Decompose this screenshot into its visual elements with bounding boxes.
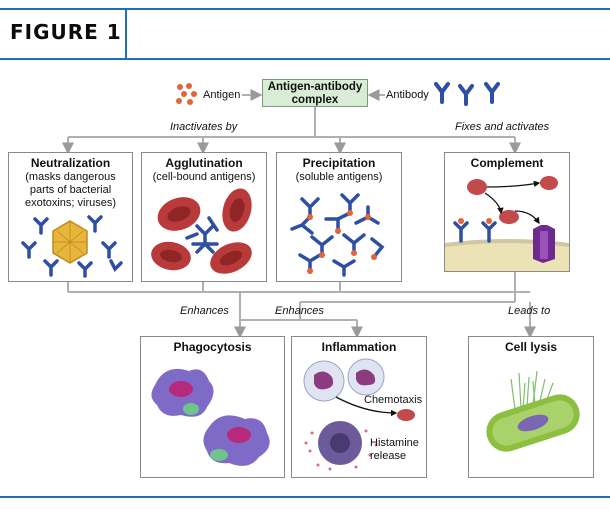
antigen-antibody-complex: Antigen-antibody complex xyxy=(262,79,368,107)
inflammation-cells-icon xyxy=(303,358,415,471)
neutralization-title: Neutralization xyxy=(30,156,111,170)
lysed-bacterium-icon xyxy=(486,370,580,452)
inflammation-box: Inflammation Chemotaxis Histamine releas… xyxy=(291,336,427,478)
neutralization-box: Neutralization (masks dangerous parts of… xyxy=(8,152,133,282)
edge-label-enhances-right: Enhances xyxy=(275,305,324,317)
precipitation-title: Precipitation xyxy=(302,156,376,170)
agglutination-sub1: (cell-bound antigens) xyxy=(152,171,256,183)
antibody-label: Antibody xyxy=(386,89,429,101)
complement-title: Complement xyxy=(470,156,544,170)
edge-label-fixes: Fixes and activates xyxy=(455,121,550,133)
precipitation-sub1: (soluble antigens) xyxy=(295,171,383,183)
edge-label-inactivates: Inactivates by xyxy=(170,121,238,133)
phagocytosis-title: Phagocytosis xyxy=(173,340,252,354)
cell-lysis-box: Cell lysis xyxy=(468,336,594,478)
chemotaxis-label: Chemotaxis xyxy=(364,394,423,406)
header-rule xyxy=(0,58,610,60)
center-line1: Antigen-antibody xyxy=(267,81,363,93)
histamine-label-line2: release xyxy=(370,450,407,462)
edge-label-leads-to: Leads to xyxy=(508,305,551,317)
phagocytosis-box: Phagocytosis xyxy=(140,336,285,478)
neutralization-sub3: exotoxins; viruses) xyxy=(24,197,117,209)
antibody-icon xyxy=(434,82,500,106)
complement-box: Complement xyxy=(444,152,570,272)
antigen-label: Antigen xyxy=(203,89,241,101)
virus-neutralized-icon xyxy=(21,215,123,278)
bottom-rule xyxy=(0,496,610,498)
header-separator xyxy=(125,10,127,58)
figure-title: FIGURE 1 xyxy=(10,20,122,44)
center-line2: complex xyxy=(291,93,339,106)
histamine-label-line1: Histamine xyxy=(370,437,419,449)
complement-membrane-icon xyxy=(445,176,569,271)
agglutinated-cells-icon xyxy=(151,188,252,274)
agglutination-title: Agglutination xyxy=(165,156,243,170)
inflammation-title: Inflammation xyxy=(321,340,397,354)
edge-label-enhances-left: Enhances xyxy=(180,305,229,317)
precipitation-lattice-icon xyxy=(290,193,385,277)
agglutination-box: Agglutination (cell-bound antigens) xyxy=(141,152,267,282)
top-rule xyxy=(0,8,610,10)
neutralization-sub2: parts of bacterial xyxy=(29,184,112,196)
antigen-icon xyxy=(176,83,197,105)
cell-lysis-title: Cell lysis xyxy=(504,340,558,354)
phagocyte-cells-icon xyxy=(151,368,270,466)
neutralization-sub1: (masks dangerous xyxy=(25,171,116,183)
precipitation-box: Precipitation (soluble antigens) xyxy=(276,152,402,282)
